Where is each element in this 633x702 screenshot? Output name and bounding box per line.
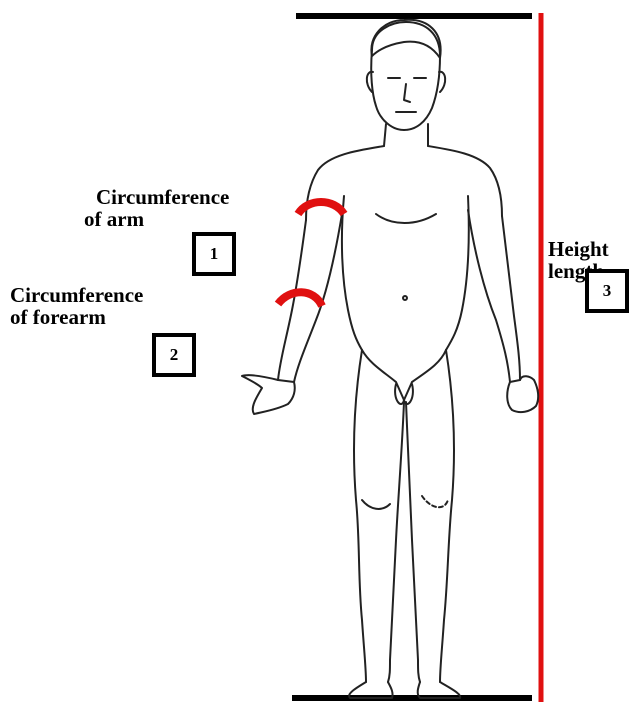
neck bbox=[384, 124, 428, 146]
right-leg-inner bbox=[406, 402, 420, 682]
human-outline bbox=[242, 20, 538, 698]
hair bbox=[371, 20, 440, 58]
chest bbox=[376, 214, 436, 223]
navel bbox=[403, 296, 407, 300]
marker-box-1: 1 bbox=[192, 232, 236, 276]
forearm-circumference-marker bbox=[278, 292, 322, 306]
right-torso bbox=[446, 196, 469, 350]
arm-circumference-marker bbox=[298, 202, 344, 214]
right-knee bbox=[422, 496, 448, 507]
groin bbox=[362, 350, 446, 400]
left-hand bbox=[242, 375, 295, 414]
arm-label-line2: of arm bbox=[84, 208, 229, 230]
forearm-label-line2: of forearm bbox=[10, 306, 143, 328]
marker-box-2: 2 bbox=[152, 333, 196, 377]
left-torso bbox=[342, 196, 362, 350]
height-label-line1: Height bbox=[548, 238, 609, 260]
arm-label: Circumference of arm bbox=[96, 186, 229, 230]
left-leg-inner bbox=[388, 402, 404, 682]
face bbox=[388, 78, 426, 112]
right-hand bbox=[507, 376, 538, 412]
left-leg-outer bbox=[354, 350, 366, 682]
forearm-label: Circumference of forearm bbox=[10, 284, 143, 328]
head bbox=[371, 22, 440, 130]
right-shoulder bbox=[428, 146, 502, 216]
arm-label-line1: Circumference bbox=[96, 186, 229, 208]
left-knee bbox=[362, 500, 390, 509]
marker-box-3: 3 bbox=[585, 269, 629, 313]
right-leg-outer bbox=[440, 350, 454, 682]
forearm-label-line1: Circumference bbox=[10, 284, 143, 306]
